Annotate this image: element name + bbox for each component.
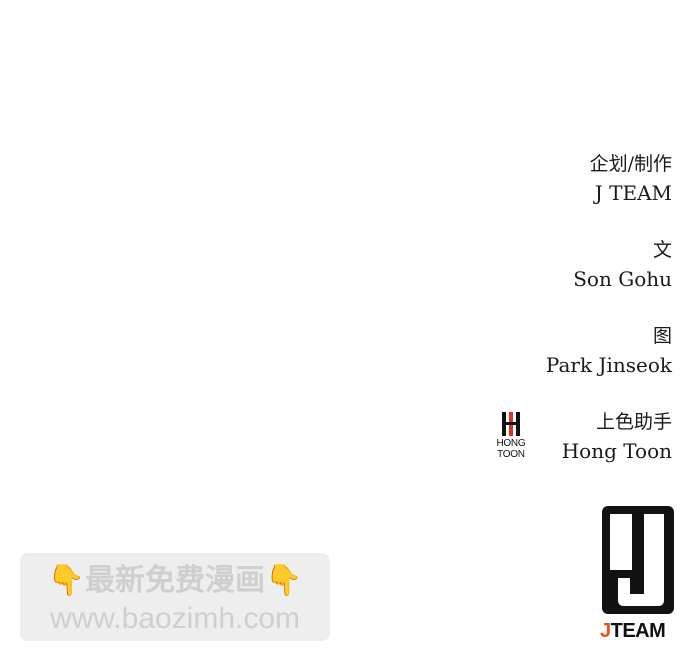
hong-logo-text: HONG [496,438,526,449]
credit-artist: 图 Park Jinseok [546,322,672,380]
watermark: 👇最新免费漫画👇 www.baozimh.com [20,553,330,641]
credit-colorist: HONG TOON 上色助手 Hong Toon [497,408,672,466]
credit-role: 图 [652,325,672,347]
credit-role: 文 [652,239,672,261]
credit-name: J TEAM [594,181,672,205]
credit-role: 上色助手 [595,411,672,433]
credit-name: Park Jinseok [545,353,672,377]
credits-block: 企划/制作 J TEAM 文 Son Gohu 图 Park Jinseok H… [497,150,672,494]
watermark-title: 👇最新免费漫画👇 [20,563,330,599]
credit-name: Hong Toon [561,439,672,463]
jteam-j: J [600,620,611,642]
jteam-team: TEAM [610,620,666,642]
jteam-logo-icon [602,506,674,614]
credit-writer: 文 Son Gohu [546,236,672,294]
jteam-wordmark: JTEAM [600,620,680,643]
pointing-down-icon: 👇 [47,564,85,597]
credit-name: Son Gohu [573,267,672,291]
pointing-down-icon: 👇 [265,564,303,597]
credit-planning: 企划/制作 J TEAM [546,150,672,208]
toon-logo-text: TOON [497,449,525,460]
watermark-title-text: 最新免费漫画 [85,564,265,597]
watermark-url: www.baozimh.com [49,602,301,635]
credit-role: 企划/制作 [589,153,672,175]
hong-toon-mark-icon [501,412,520,436]
hong-toon-logo: HONG TOON [494,412,528,460]
